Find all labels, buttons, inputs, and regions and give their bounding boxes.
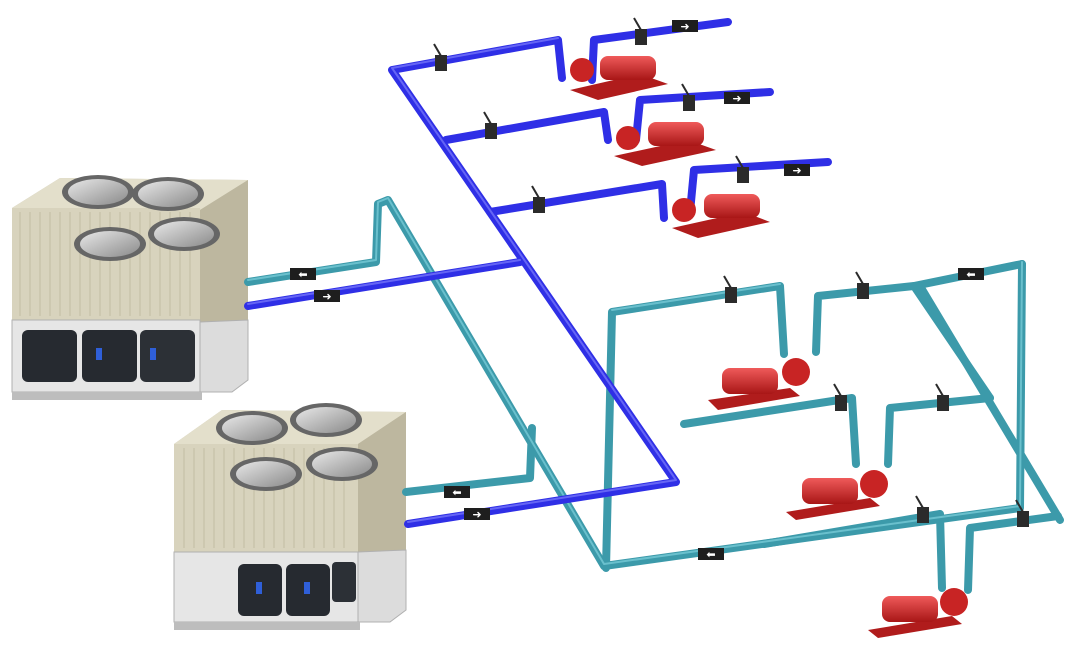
svg-text:⬅: ⬅ — [706, 548, 715, 561]
valve-icon — [531, 185, 545, 213]
svg-text:➜: ➜ — [732, 92, 741, 105]
chiller-1-fan-2 — [132, 177, 204, 211]
cw-pump-3 — [868, 588, 968, 638]
valve-icon — [935, 383, 949, 411]
chiller-2-fan-4 — [306, 447, 378, 481]
svg-text:➜: ➜ — [472, 508, 481, 521]
flow-arrows: ➜ ➜ ➜ ⬅ ➜ ⬅ ➜ ⬅ ⬅ — [290, 20, 984, 561]
valve-icon — [483, 111, 497, 139]
flow-arrow-left-icon: ⬅ — [958, 268, 984, 281]
flow-arrow-right-icon: ➜ — [724, 92, 750, 105]
chiller-2-fan-1 — [216, 411, 288, 445]
valve-icon — [723, 275, 737, 303]
chiller-1-fan-4 — [148, 217, 220, 251]
valve-icon — [633, 17, 647, 45]
cw-pump-1 — [708, 358, 810, 410]
chw-pump-1 — [570, 56, 668, 100]
chw-pump-3 — [672, 194, 770, 238]
valve-icon — [855, 271, 869, 299]
chiller-1-fan-3 — [74, 227, 146, 261]
valve-icon — [433, 43, 447, 71]
cw-pump-2 — [786, 470, 888, 520]
chiller-2 — [173, 403, 407, 630]
flow-arrow-right-icon: ➜ — [784, 164, 810, 177]
svg-text:➜: ➜ — [792, 164, 801, 177]
chiller-2-fan-3 — [230, 457, 302, 491]
svg-text:⬅: ⬅ — [452, 486, 461, 499]
valve-icon — [681, 83, 695, 111]
svg-text:⬅: ⬅ — [966, 268, 975, 281]
valve-icon — [833, 383, 847, 411]
valve-icon — [735, 155, 749, 183]
chw-pump-2 — [614, 122, 716, 166]
valve-icon — [1015, 499, 1029, 527]
valves — [433, 17, 1029, 527]
flow-arrow-left-icon: ⬅ — [698, 548, 724, 561]
svg-text:➜: ➜ — [680, 20, 689, 33]
svg-text:➜: ➜ — [322, 290, 331, 303]
flow-arrow-left-icon: ⬅ — [290, 268, 316, 281]
chiller-2-fan-2 — [290, 403, 362, 437]
valve-icon — [915, 495, 929, 523]
chiller-1 — [11, 175, 249, 400]
flow-arrow-left-icon: ⬅ — [444, 486, 470, 499]
svg-text:⬅: ⬅ — [298, 268, 307, 281]
flow-arrow-right-icon: ➜ — [672, 20, 698, 33]
chiller-1-fan-1 — [62, 175, 134, 209]
chilled-water-piping — [244, 18, 832, 528]
flow-arrow-right-icon: ➜ — [464, 508, 490, 521]
flow-arrow-right-icon: ➜ — [314, 290, 340, 303]
